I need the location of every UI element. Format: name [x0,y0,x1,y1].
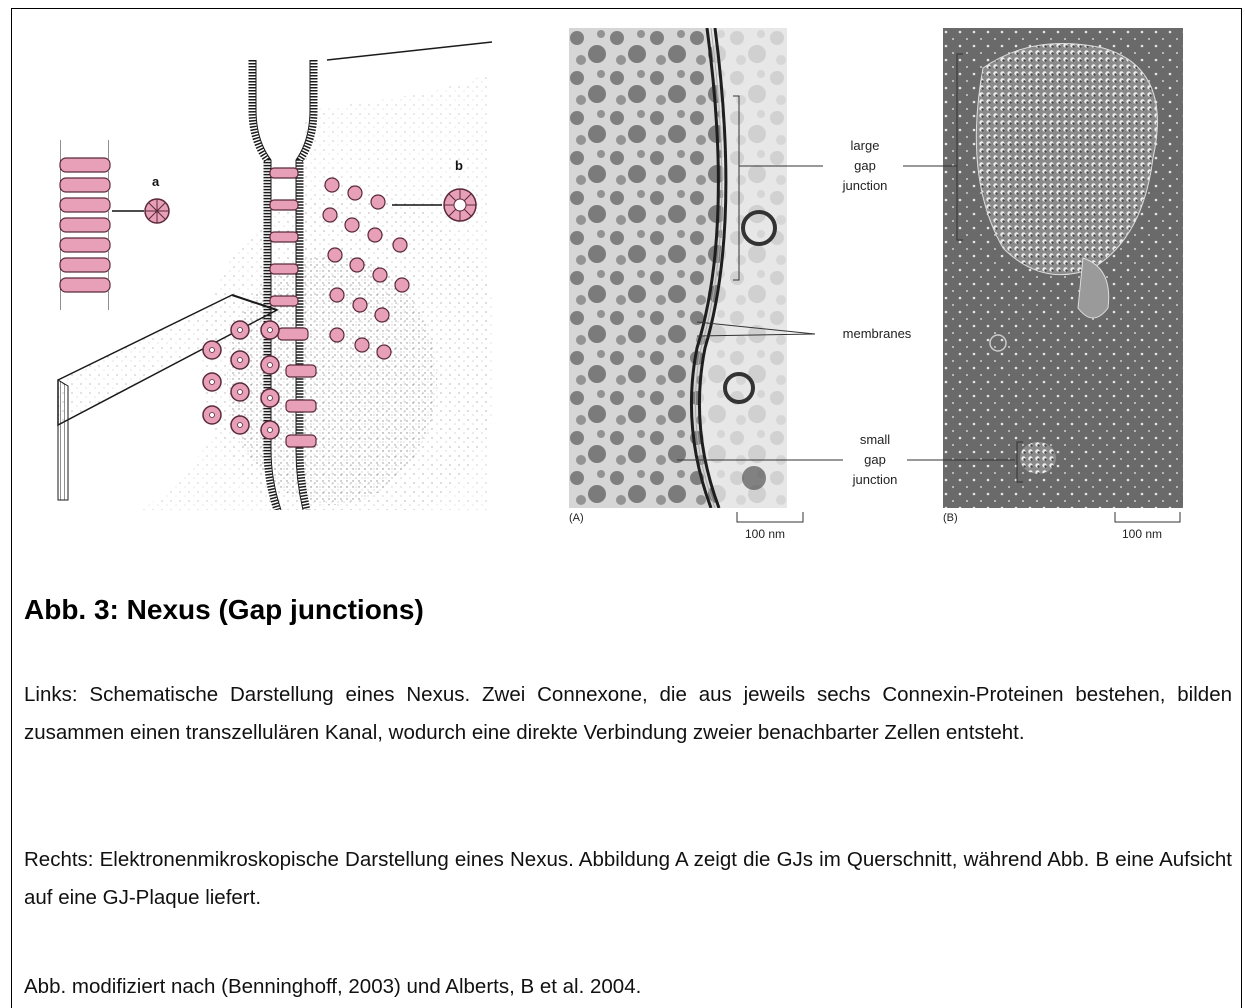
caption-source: Abb. modifiziert nach (Benninghoff, 2003… [24,968,1232,1006]
caption-paragraph-left: Links: Schematische Darstellung eines Ne… [24,676,1232,752]
scale-bar-a-label: 100 nm [745,527,785,541]
caption-paragraph-right: Rechts: Elektronenmikroskopische Darstel… [24,841,1232,917]
label-large-gap-junction: large gap junction [833,136,897,196]
label-membranes: membranes [829,324,925,344]
scale-bar-b-label: 100 nm [1122,527,1162,541]
label-b: b [455,158,463,173]
label-small-gap-junction: small gap junction [843,430,907,490]
nexus-schematic: a b [52,30,492,510]
inset-a [57,140,169,310]
figure-title: Abb. 3: Nexus (Gap junctions) [24,594,424,626]
nexus-schematic-drawing: a b [52,30,492,510]
electron-micrographs: large gap junction membranes small gap j… [565,22,1190,552]
label-a: a [152,174,160,189]
panel-letter-b: (B) [943,512,958,524]
panel-letter-a: (A) [569,512,584,524]
